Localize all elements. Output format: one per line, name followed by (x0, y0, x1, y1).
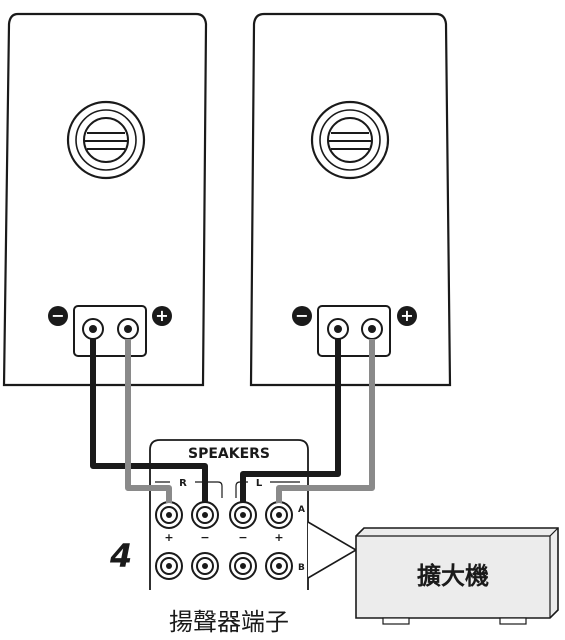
speaker-right-plus-post (117, 318, 139, 340)
speaker-terminal-panel: SPEAKERS R L A + − − (149, 439, 309, 590)
terminal-b-l-plus (265, 552, 293, 580)
speaker-left-driver (310, 100, 390, 180)
cable-right-minus (90, 339, 208, 503)
callout-pointer (307, 521, 358, 579)
speaker-left-minus-symbol: − (295, 306, 308, 325)
speaker-right-minus-post (82, 318, 104, 340)
speaker-left-plus-symbol: + (400, 306, 413, 325)
row-b-label: B (298, 563, 305, 573)
speaker-right-plus-symbol: + (155, 306, 168, 325)
amplifier-foot-right (499, 617, 527, 625)
terminal-b-r-minus (191, 552, 219, 580)
speaker-left-plus-icon: + (397, 306, 417, 326)
polarity-label: − (238, 531, 247, 544)
speaker-left-minus-icon: − (292, 306, 312, 326)
amplifier: 擴大機 (355, 527, 559, 625)
polarity-label: − (200, 531, 209, 544)
terminal-a-r-minus (191, 501, 219, 529)
speaker-left: − + (249, 12, 452, 387)
speaker-right: − + (2, 12, 208, 387)
channel-r-label: R (179, 478, 187, 489)
terminal-a-l-plus (265, 501, 293, 529)
terminal-b-l-minus (229, 552, 257, 580)
cable-right-plus (125, 339, 172, 503)
channel-l-label: L (256, 478, 263, 489)
terminal-a-r-plus (155, 501, 183, 529)
amplifier-body (355, 527, 559, 619)
speaker-right-driver (66, 100, 146, 180)
terminal-a-l-minus (229, 501, 257, 529)
speaker-left-plus-post (361, 318, 383, 340)
amplifier-label: 擴大機 (417, 562, 489, 590)
speaker-left-minus-post (327, 318, 349, 340)
cable-left-minus (240, 339, 341, 503)
speaker-right-cabinet (2, 12, 208, 387)
step-number: 4 (109, 537, 132, 575)
polarity-label: + (164, 531, 173, 544)
row-a-label: A (298, 505, 305, 515)
terminal-panel-title: SPEAKERS (188, 446, 270, 462)
polarity-label: + (274, 531, 283, 544)
amplifier-foot-left (382, 617, 410, 625)
channel-r-frame (155, 481, 223, 498)
cable-left-plus (276, 339, 375, 503)
speaker-left-cabinet (249, 12, 452, 387)
speaker-right-minus-icon: − (48, 306, 68, 326)
terminal-caption: 揚聲器端子 (169, 608, 289, 636)
channel-l-frame (235, 481, 300, 498)
terminal-b-r-plus (155, 552, 183, 580)
speaker-cables (90, 339, 375, 503)
speaker-right-minus-symbol: − (51, 306, 64, 325)
speaker-right-plus-icon: + (152, 306, 172, 326)
